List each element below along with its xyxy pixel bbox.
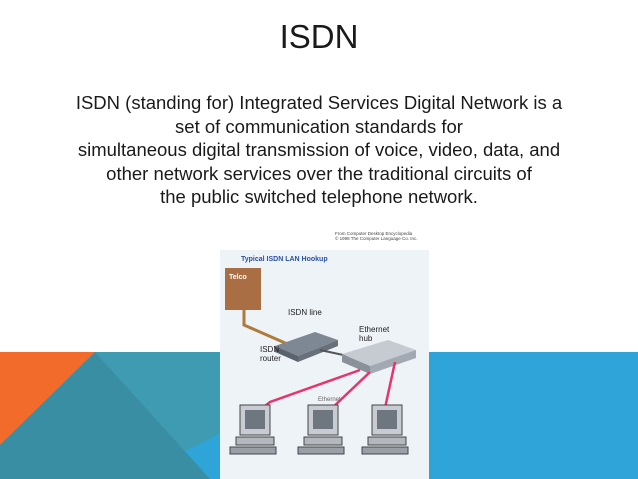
router-device [275, 332, 338, 356]
isdn-line [242, 310, 293, 348]
router-label-line2: router [260, 354, 281, 363]
workstation [297, 404, 345, 455]
router-device-front [298, 340, 338, 362]
credit-line: © 1998 The Computer Language Co. Inc. [335, 236, 418, 241]
body-line: set of communication standards for [175, 115, 463, 137]
ethernet-cable [259, 368, 361, 411]
diagram-title: Typical ISDN LAN Hookup [241, 256, 328, 263]
router-label-line1: ISDN [260, 345, 280, 354]
body-line: the public switched telephone network. [160, 186, 478, 207]
slide-title: ISDN [279, 18, 359, 55]
figure-credit: From Computer Desktop Encyclopedia © 199… [335, 231, 418, 241]
body-line: other network services over the traditio… [106, 162, 532, 184]
telco-box [225, 268, 261, 310]
slide-body: ISDN (standing for) Integrated Services … [22, 91, 616, 209]
hub-label-line2: hub [359, 334, 373, 343]
isdn-lan-diagram: Typical ISDN LAN Hookup Telco ISDN line … [220, 250, 429, 479]
diagram-graphics [225, 268, 416, 455]
body-line: simultaneous digital transmission of voi… [77, 139, 561, 160]
ethernet-cable [329, 371, 371, 411]
isdn-line-label: ISDN line [288, 308, 322, 317]
router-device-side [275, 346, 298, 362]
hub-device-side [342, 354, 370, 374]
workstation [361, 404, 409, 455]
hub-label-line1: Ethernet [359, 325, 390, 334]
dark-teal-shade [0, 352, 210, 479]
telco-label: Telco [229, 274, 247, 281]
workstation [229, 404, 277, 455]
ethernet-label: Ethernet [318, 397, 341, 403]
ethernet-cable [383, 361, 397, 409]
credit-line: From Computer Desktop Encyclopedia [335, 231, 413, 236]
hub-device-front [370, 350, 416, 374]
body-line: ISDN (standing for) Integrated Services … [75, 92, 563, 113]
hub-device [342, 340, 416, 366]
